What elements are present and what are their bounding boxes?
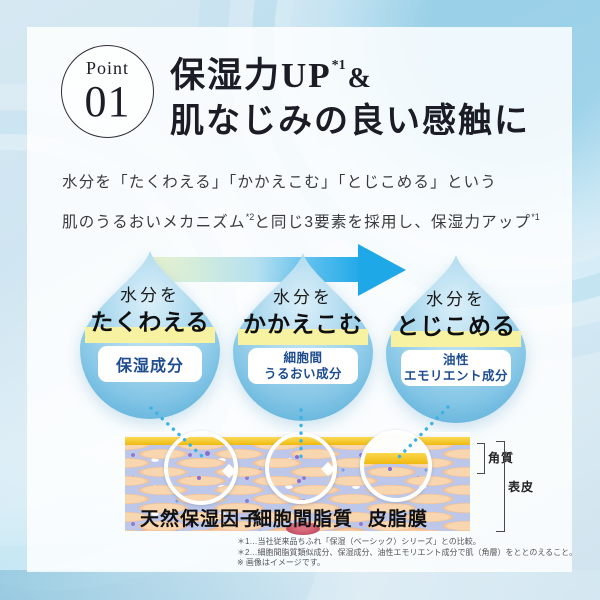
- intro-line-2-part2: と同じ3要素を採用し、保湿力アップ: [254, 214, 532, 231]
- drop-intro-label: 水分を: [120, 286, 180, 305]
- drop-action-text: たくわえる: [85, 303, 215, 343]
- title-main-text: 保湿力UP: [170, 56, 332, 95]
- moisture-dot: [205, 451, 210, 456]
- drop-action-text: とじこめる: [391, 307, 521, 347]
- component-line-2: エモリエント成分: [403, 369, 508, 383]
- intro-line-2-part1: 肌のうるおいメカニズム: [62, 214, 246, 231]
- sebum-white-layer: [364, 434, 428, 453]
- intro-line-2: 肌のうるおいメカニズム*2と同じ3要素を採用し、保湿力アップ*1: [62, 200, 540, 240]
- title-ampersand: &: [347, 63, 373, 94]
- point-badge-number: 01: [84, 77, 131, 126]
- footnotes: ＊1…当社従来品ちふれ「保湿（ベーシック）シリーズ」との比較。 ＊2…細胞間脂質…: [237, 537, 577, 569]
- page-title: 保湿力UP*1& 肌なじみの良い感触に: [170, 44, 530, 143]
- drop-action-label: かかえこむ: [228, 305, 378, 345]
- water-band-decoration-bottom: [0, 570, 600, 600]
- point-badge: Point 01: [61, 45, 154, 138]
- bracket-stratum-corneum: [477, 443, 485, 474]
- component-line-1: 油性: [442, 353, 469, 367]
- skin-label-nmf: 天然保湿因子: [139, 509, 261, 530]
- drop-action-label: たくわえる: [75, 303, 225, 343]
- water-drop-2: 水分を かかえこむ 細胞間うるおい成分: [228, 251, 378, 423]
- moisture-dot: [388, 467, 392, 471]
- component-line-1: 細胞間: [283, 351, 323, 365]
- footnote-2: ＊2…細胞間脂質類似成分、保湿成分、油性エモリエント成分で肌（角層）をととのえる…: [237, 547, 578, 557]
- skin-label-lipids: 細胞間脂質: [252, 509, 354, 530]
- drop-intro-label: 水分を: [273, 288, 333, 307]
- bracket-epidermis: [496, 441, 505, 532]
- moisture-dot: [295, 455, 299, 459]
- bracket-label-stratum-corneum: 角質: [488, 451, 515, 465]
- bracket-label-epidermis: 表皮: [508, 480, 535, 494]
- component-line-1: 保湿成分: [115, 358, 184, 375]
- intro-text: 水分を「たくわえる」「かかえこむ」「とじこめる」という 肌のうるおいメカニズム*…: [62, 165, 540, 240]
- title-superscript-1: *1: [331, 58, 346, 73]
- magnifier-sebum-inner: [364, 434, 428, 498]
- moisture-dot: [197, 476, 201, 480]
- drop-action-text: かかえこむ: [238, 305, 368, 345]
- drop-intro-label: 水分を: [426, 290, 486, 309]
- water-drop-1: 水分を たくわえる 保湿成分: [75, 249, 225, 421]
- flow-arrow-head-icon: [358, 244, 406, 296]
- intro-line-1: 水分を「たくわえる」「かかえこむ」「とじこめる」という: [62, 174, 497, 191]
- component-line-2: うるおい成分: [263, 367, 342, 381]
- water-drop-3: 水分を とじこめる 油性エモリエント成分: [381, 253, 531, 425]
- flow-arrow-shaft: [150, 257, 362, 282]
- drop-component-card: 保湿成分: [98, 346, 202, 382]
- title-line-2: 肌なじみの良い感触に: [170, 103, 530, 140]
- drop-component-card: 油性エモリエント成分: [401, 350, 511, 386]
- moisture-dot: [297, 479, 301, 483]
- point-badge-label: Point: [85, 58, 129, 78]
- skin-deep-cell: [286, 522, 320, 535]
- title-line-1: 保湿力UP*1&: [170, 44, 530, 101]
- sebum-yellow-layer: [364, 453, 428, 464]
- footnote-3: ※ 画像はイメージです。: [237, 558, 325, 567]
- magnifier-circle-lipids: [265, 432, 337, 504]
- magnifier-circle-nmf: [164, 431, 238, 505]
- skin-label-sebum: 皮脂膜: [367, 509, 429, 530]
- intro-superscript-1: *1: [531, 212, 540, 222]
- drop-action-label: とじこめる: [381, 307, 531, 347]
- footnote-1: ＊1…当社従来品ちふれ「保湿（ベーシック）シリーズ」との比較。: [237, 537, 481, 546]
- intro-superscript-2: *2: [245, 212, 255, 222]
- magnifier-circle-sebum: [360, 430, 432, 502]
- drop-component-card: 細胞間うるおい成分: [248, 348, 358, 384]
